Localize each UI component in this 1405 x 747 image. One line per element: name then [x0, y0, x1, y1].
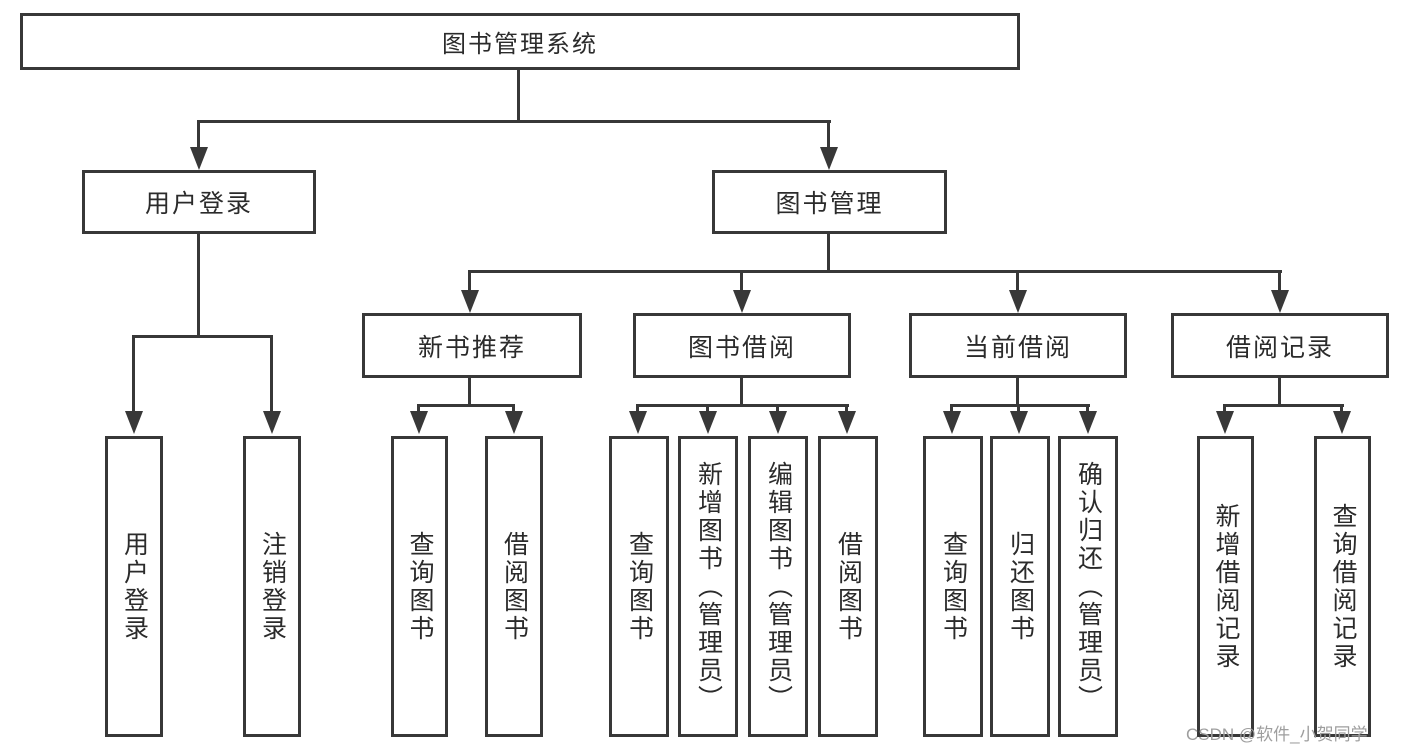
connector-arrow-down: [461, 290, 479, 313]
node-book-borrow: 图书借阅: [633, 313, 851, 378]
node-book-management: 图书管理: [712, 170, 947, 234]
connector-arrow-down: [1009, 290, 1027, 313]
leaf-user-login: 用户登录: [105, 436, 163, 737]
leaf-borrow-borrow-book: 借阅图书: [818, 436, 878, 737]
connector-line: [636, 404, 639, 415]
leaf-borrow-edit-book-admin-label: 编辑图书（管理员）: [764, 460, 793, 713]
connector-line: [1278, 270, 1281, 292]
node-new-book-recommend: 新书推荐: [362, 313, 582, 378]
node-book-borrow-label: 图书借阅: [687, 333, 796, 362]
connector-line: [468, 378, 471, 407]
connector-arrow-down: [190, 147, 208, 170]
leaf-borrow-query-book-label: 查询图书: [625, 530, 654, 643]
connector-line: [132, 335, 273, 338]
leaf-newbook-query-book-label: 查询图书: [406, 530, 434, 643]
connector-line: [132, 335, 135, 413]
leaf-current-return-book-label: 归还图书: [1006, 530, 1035, 643]
node-book-management-label: 图书管理: [775, 190, 884, 218]
node-current-borrow-label: 当前借阅: [963, 333, 1072, 362]
leaf-borrow-edit-book-admin: 编辑图书（管理员）: [748, 436, 808, 737]
leaf-current-query-book-label: 查询图书: [939, 530, 968, 643]
node-borrow-record-label: 借阅记录: [1225, 333, 1334, 362]
connector-line: [845, 404, 848, 415]
node-root-label: 图书管理系统: [442, 31, 598, 58]
connector-line: [1278, 378, 1281, 407]
connector-line: [1340, 404, 1343, 415]
node-current-borrow: 当前借阅: [909, 313, 1127, 378]
connector-line: [197, 234, 200, 338]
connector-line: [950, 404, 953, 415]
leaf-record-add-record: 新增借阅记录: [1197, 436, 1254, 737]
node-root: 图书管理系统: [20, 13, 1020, 70]
connector-line: [517, 70, 520, 120]
connector-arrow-down: [820, 147, 838, 170]
leaf-user-login-label: 用户登录: [120, 530, 149, 643]
leaf-current-confirm-return-admin-label: 确认归还（管理员）: [1074, 460, 1103, 713]
connector-arrow-down: [629, 411, 647, 434]
connector-line: [776, 404, 779, 415]
leaf-current-query-book: 查询图书: [923, 436, 983, 737]
connector-arrow-down: [1333, 411, 1351, 434]
leaf-newbook-query-book: 查询图书: [391, 436, 448, 737]
connector-arrow-down: [505, 411, 523, 434]
connector-line: [1016, 378, 1019, 407]
connector-line: [827, 120, 830, 150]
connector-line: [1224, 404, 1344, 407]
watermark-text: CSDN @软件_小贺同学: [1186, 725, 1368, 744]
leaf-logout-login-label: 注销登录: [258, 530, 287, 643]
connector-arrow-down: [699, 411, 717, 434]
leaf-record-add-record-label: 新增借阅记录: [1212, 502, 1240, 671]
connector-line: [1086, 404, 1089, 415]
connector-line: [740, 378, 743, 407]
connector-line: [637, 404, 849, 407]
connector-line: [197, 120, 831, 123]
connector-line: [1223, 404, 1226, 415]
leaf-borrow-query-book: 查询图书: [609, 436, 669, 737]
leaf-borrow-borrow-book-label: 借阅图书: [834, 530, 863, 643]
connector-line: [1017, 404, 1020, 415]
leaf-current-confirm-return-admin: 确认归还（管理员）: [1058, 436, 1118, 737]
connector-line: [1016, 270, 1019, 292]
leaf-newbook-borrow-book: 借阅图书: [485, 436, 543, 737]
connector-arrow-down: [410, 411, 428, 434]
connector-arrow-down: [838, 411, 856, 434]
connector-line: [706, 404, 709, 415]
connector-line: [740, 270, 743, 292]
leaf-record-query-record-label: 查询借阅记录: [1329, 502, 1357, 671]
connector-arrow-down: [1010, 411, 1028, 434]
connector-arrow-down: [1216, 411, 1234, 434]
node-borrow-record: 借阅记录: [1171, 313, 1389, 378]
connector-line: [469, 270, 1282, 273]
leaf-logout-login: 注销登录: [243, 436, 301, 737]
connector-line: [418, 404, 515, 407]
leaf-current-return-book: 归还图书: [990, 436, 1050, 737]
node-new-book-recommend-label: 新书推荐: [417, 333, 526, 362]
connector-arrow-down: [769, 411, 787, 434]
connector-line: [417, 404, 420, 415]
connector-arrow-down: [943, 411, 961, 434]
connector-arrow-down: [1079, 411, 1097, 434]
node-user-login: 用户登录: [82, 170, 316, 234]
connector-line: [827, 234, 830, 272]
leaf-newbook-borrow-book-label: 借阅图书: [500, 530, 529, 643]
leaf-borrow-add-book-admin: 新增图书（管理员）: [678, 436, 738, 737]
connector-arrow-down: [733, 290, 751, 313]
connector-line: [468, 270, 471, 292]
connector-line: [197, 120, 200, 150]
connector-arrow-down: [1271, 290, 1289, 313]
leaf-record-query-record: 查询借阅记录: [1314, 436, 1371, 737]
leaf-borrow-add-book-admin-label: 新增图书（管理员）: [694, 460, 723, 713]
node-user-login-label: 用户登录: [144, 190, 253, 218]
connector-arrow-down: [263, 411, 281, 434]
connector-line: [951, 404, 1090, 407]
connector-arrow-down: [125, 411, 143, 434]
connector-line: [270, 335, 273, 413]
connector-line: [512, 404, 515, 415]
